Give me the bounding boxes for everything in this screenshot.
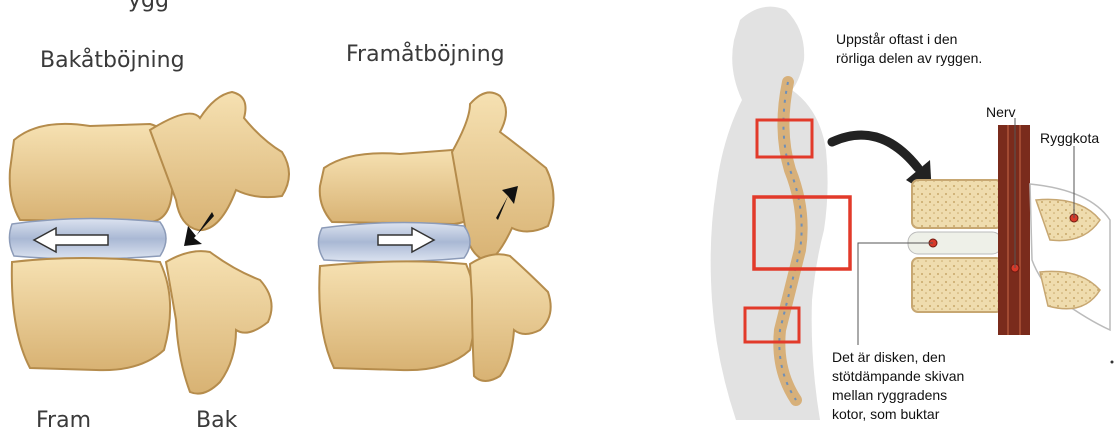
back-bend-vertebrae (9, 92, 289, 394)
forward-bend-vertebrae (318, 92, 553, 381)
disc-detail (858, 118, 1114, 364)
spine-figure (711, 7, 932, 420)
